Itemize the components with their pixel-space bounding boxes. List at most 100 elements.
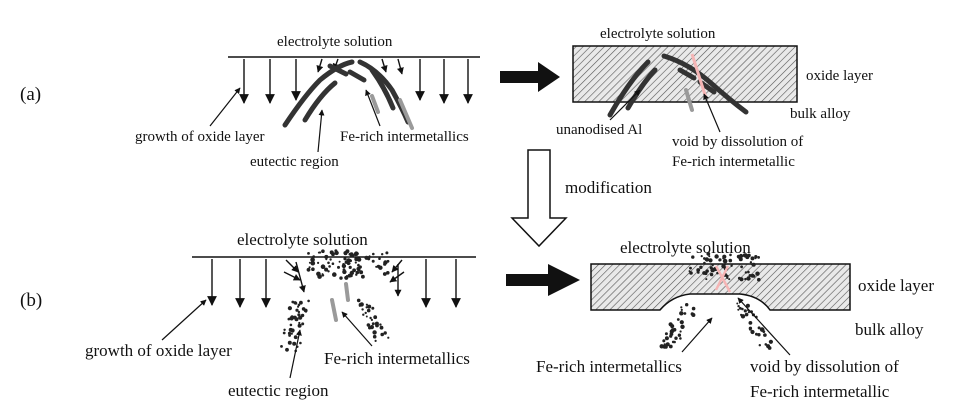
particle-dot: [321, 273, 324, 276]
particle-dot: [299, 300, 303, 305]
particle-dot: [670, 324, 675, 329]
particle-dot: [704, 257, 710, 262]
particle-dot: [379, 325, 384, 330]
particle-dot: [702, 271, 706, 275]
particle-dot: [306, 267, 311, 272]
b-growth-label: growth of oxide layer: [85, 341, 232, 360]
particle-dot: [763, 333, 767, 337]
particle-dot: [287, 331, 292, 335]
particle-dot: [299, 341, 302, 345]
particle-dot: [755, 271, 760, 276]
particle-dot: [741, 307, 744, 311]
modification-step: modification: [510, 149, 652, 248]
particle-dot: [366, 308, 371, 313]
particle-dot: [356, 252, 359, 255]
b-oxide-layer: [590, 263, 851, 311]
particle-dot: [324, 254, 329, 259]
particle-dot: [343, 257, 347, 261]
particle-dot: [745, 303, 750, 308]
particle-dot: [293, 315, 297, 320]
particle-dot: [342, 269, 347, 275]
particle-dot: [280, 345, 283, 348]
particle-dot: [378, 265, 383, 270]
particle-dot: [737, 305, 740, 308]
particle-dot: [298, 315, 303, 320]
particle-dot: [288, 334, 291, 337]
particle-dot: [358, 269, 361, 272]
particle-dot: [705, 269, 709, 273]
particle-dot: [689, 271, 693, 275]
particle-dot: [762, 330, 766, 333]
particle-dot: [725, 274, 729, 278]
particle-dot: [321, 249, 325, 253]
b-fe-rich-particles: [330, 282, 350, 322]
particle-dot: [364, 311, 367, 315]
particle-dot: [744, 277, 747, 281]
particle-dot: [361, 308, 364, 311]
particle-dot: [349, 252, 354, 257]
particle-dot: [750, 329, 755, 335]
a-transition-arrow: [500, 62, 560, 92]
a-void-label-2: Fe-rich intermetallic: [672, 154, 795, 170]
particle-dot: [328, 265, 331, 268]
particle-dot: [737, 308, 740, 311]
particle-dot: [375, 323, 379, 328]
particle-dot: [288, 327, 293, 332]
b-after-electrolyte-label: electrolyte solution: [620, 238, 751, 257]
particle-dot: [307, 252, 310, 255]
particle-dot: [381, 253, 384, 256]
particle-dot: [703, 261, 706, 265]
panel-b: (b) electrolyte solution: [20, 230, 934, 401]
particle-dot: [357, 263, 360, 266]
particle-dot: [305, 310, 307, 313]
particle-dot: [739, 277, 744, 282]
particle-dot: [317, 275, 321, 279]
particle-dot: [331, 252, 335, 257]
particle-dot: [705, 278, 708, 281]
particle-dot: [372, 334, 377, 339]
particle-dot: [345, 249, 350, 254]
a-fe-rich-label: Fe-rich intermetallics: [340, 129, 469, 145]
particle-dot: [740, 265, 743, 269]
a-bulk-label: bulk alloy: [790, 106, 851, 122]
particle-dot: [662, 339, 666, 343]
particle-dot: [669, 329, 674, 334]
particle-dot: [728, 258, 733, 263]
particle-dot: [664, 332, 668, 336]
particle-dot: [700, 255, 703, 258]
particle-dot: [370, 318, 373, 321]
particle-dot: [663, 343, 666, 346]
particle-dot: [709, 272, 714, 277]
particle-dot: [709, 266, 713, 270]
particle-dot: [366, 323, 371, 327]
a-void-pointer: [703, 93, 721, 133]
particle-dot: [685, 303, 689, 307]
particle-dot: [743, 253, 748, 258]
particle-dot: [679, 337, 682, 340]
a-growth-arrows: [239, 58, 473, 104]
panel-b-before: electrolyte solution growth of oxid: [85, 230, 476, 400]
particle-dot: [289, 316, 294, 321]
particle-dot: [297, 305, 300, 308]
a-fe-rich-pointer: [365, 89, 381, 127]
particle-dot: [750, 256, 755, 261]
particle-dot: [354, 252, 357, 256]
particle-dot: [308, 261, 311, 264]
b-bulk-label: bulk alloy: [855, 320, 924, 339]
particle-dot: [665, 342, 670, 347]
particle-dot: [316, 271, 321, 277]
particle-dot: [283, 328, 286, 331]
modification-label: modification: [565, 178, 652, 197]
particle-dot: [383, 331, 387, 335]
particle-dot: [688, 270, 691, 273]
particle-dot: [714, 254, 719, 259]
particle-dot: [747, 270, 750, 274]
particle-dot: [729, 253, 732, 257]
particle-dot: [757, 333, 761, 337]
particle-dot: [726, 276, 729, 279]
particle-dot: [677, 333, 682, 337]
particle-dot: [371, 322, 375, 326]
particle-dot: [293, 335, 298, 340]
particle-dot: [337, 265, 340, 269]
